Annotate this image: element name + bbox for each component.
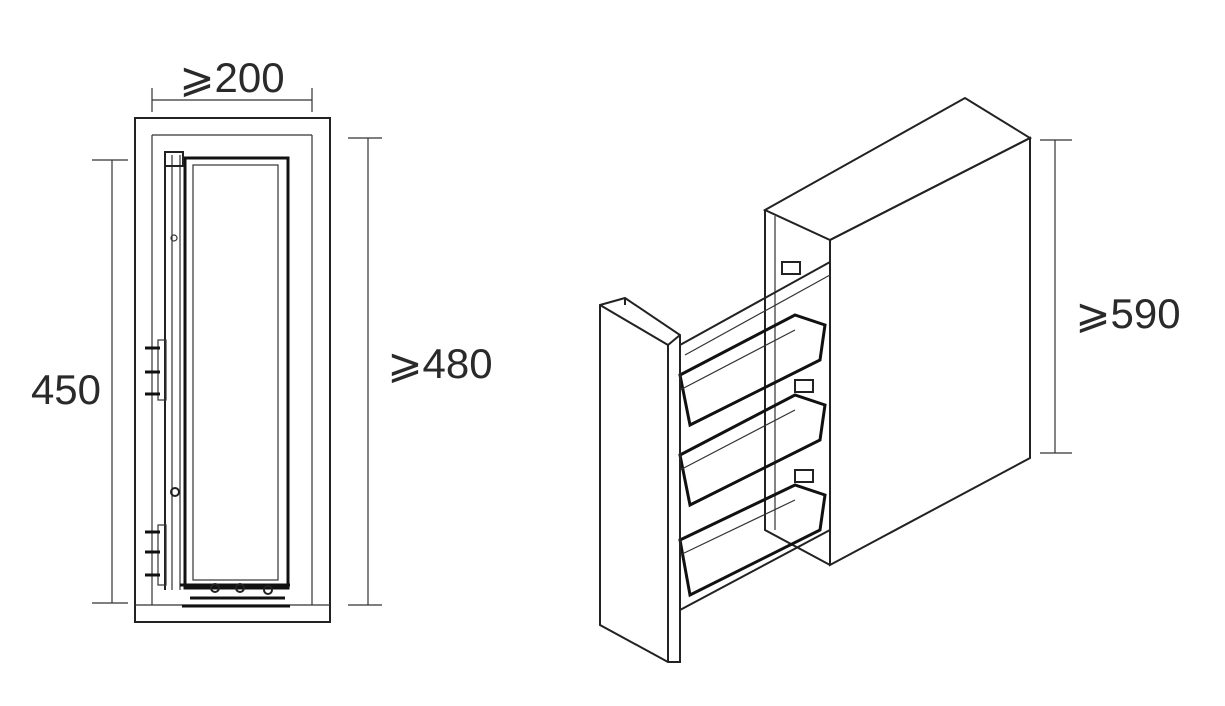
width-dimension: ⩾200 xyxy=(151,54,313,112)
width-min-label: ⩾200 xyxy=(179,54,284,101)
pull-out-basket xyxy=(145,151,290,608)
isometric-view: ⩾590 xyxy=(599,96,1181,663)
cabinet-outline xyxy=(134,117,331,623)
cabinet-height-label: ⩾480 xyxy=(387,340,492,387)
depth-dimension: ⩾590 xyxy=(1040,139,1181,454)
cabinet-box xyxy=(762,96,1033,567)
cabinet-height-dimension: ⩾480 xyxy=(348,137,493,606)
front-view: ⩾200 450 ⩾480 xyxy=(31,54,493,623)
basket-height-label: 450 xyxy=(31,366,101,413)
basket-height-dimension: 450 xyxy=(31,159,128,604)
cabinet-depth-label: ⩾590 xyxy=(1075,290,1180,337)
pull-out-drawer xyxy=(599,261,831,663)
